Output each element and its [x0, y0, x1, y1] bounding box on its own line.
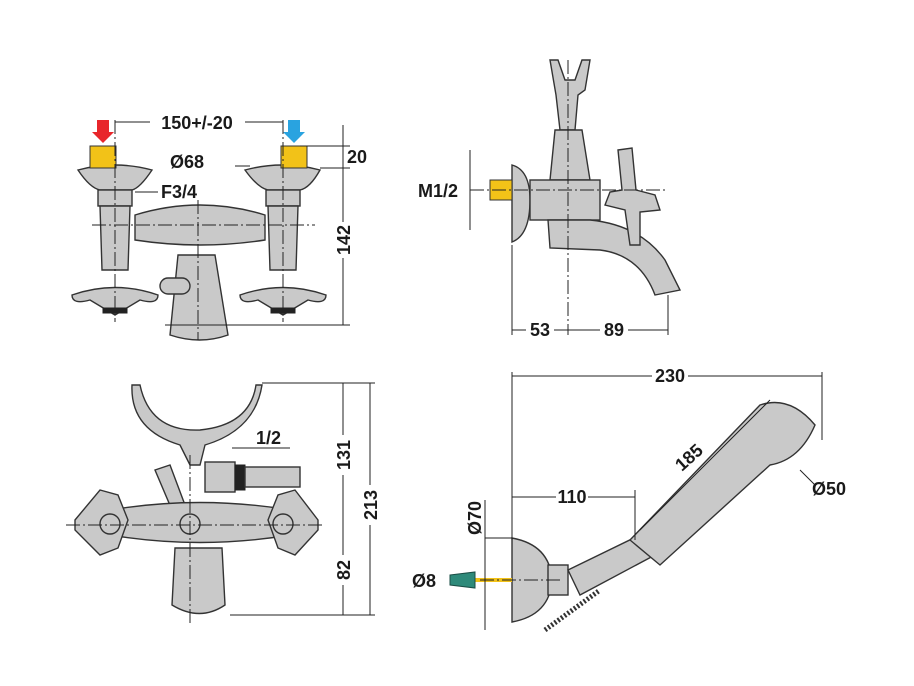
- dim-height: 142: [334, 225, 354, 255]
- dim-anchor: Ø8: [412, 571, 436, 591]
- wall-flange: [511, 164, 531, 244]
- dim-bracket-diameter: Ø70: [465, 501, 485, 535]
- dim-thread: F3/4: [161, 182, 197, 202]
- fitting-left: [89, 145, 117, 169]
- dim-total-length: 230: [655, 366, 685, 386]
- dim-flange-diameter: Ø68: [170, 152, 204, 172]
- outlet-nut: [234, 464, 246, 491]
- outlet-block: [204, 461, 236, 493]
- wall-plug: [449, 571, 476, 589]
- dim-spacing: 150+/-20: [161, 113, 233, 133]
- shower-hose: [543, 587, 602, 633]
- top-view: 1/2 131 213 82: [66, 382, 381, 625]
- hot-arrow-icon: [92, 120, 114, 143]
- top-spout: [171, 547, 226, 615]
- dim-side-thread: M1/2: [418, 181, 458, 201]
- side-view: M1/2 53 89: [418, 59, 682, 340]
- diverter-knob: [159, 277, 191, 295]
- dim-upper: 131: [334, 440, 354, 470]
- dim-bracket-depth: 110: [557, 487, 586, 507]
- dim-lower: 82: [334, 560, 354, 580]
- mixer-body: [134, 204, 266, 246]
- shower-handset: [628, 401, 816, 566]
- outlet-hose-thread: [244, 466, 301, 488]
- cold-arrow-icon: [283, 120, 305, 143]
- dim-fitting-height: 20: [347, 147, 367, 167]
- side-body: [529, 179, 601, 221]
- shower-holder: [549, 59, 591, 131]
- dim-total-height: 213: [361, 490, 381, 520]
- side-spout: [547, 219, 682, 296]
- dim-head-diameter: Ø50: [812, 479, 846, 499]
- front-view: 150+/-20 Ø68 20 F3/4 142: [71, 112, 367, 341]
- fitting-right: [280, 145, 308, 169]
- dim-spout-reach: 89: [604, 320, 624, 340]
- shower-view: 230 185 110 Ø50 Ø70 Ø8: [412, 366, 846, 633]
- dim-wall-depth: 53: [530, 320, 550, 340]
- upper-body: [549, 129, 591, 181]
- spout: [169, 254, 229, 341]
- top-holder: [131, 384, 263, 466]
- dim-outlet: 1/2: [256, 428, 281, 448]
